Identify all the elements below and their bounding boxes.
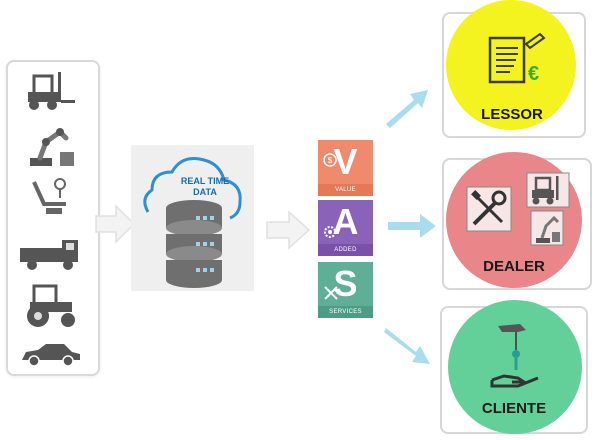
arrow-up-right-icon <box>386 90 428 128</box>
wrench-screwdriver-icon <box>466 186 512 232</box>
vas-word-value: VALUE <box>318 184 373 196</box>
vas-word-services: SERVICES <box>318 306 373 318</box>
realtime-line2: DATA <box>193 187 217 197</box>
contract-icon <box>488 32 546 84</box>
tools-icon <box>324 286 338 300</box>
vas-letter-v: V <box>333 141 358 182</box>
vas-added-block: A ADDED <box>318 200 373 256</box>
vas-value-block: V VALUE $ <box>318 140 373 196</box>
vas-letter-a: A <box>332 201 359 242</box>
euro-symbol: € <box>528 63 540 85</box>
svg-text:$: $ <box>328 156 333 165</box>
dealer-label: DEALER <box>483 258 545 275</box>
tractor-icon <box>27 284 75 327</box>
car-icon <box>22 344 80 367</box>
realtime-data-label: REAL TIME DATA <box>170 176 240 198</box>
money-icon: $ <box>323 153 337 167</box>
arrow-right-blue-icon <box>388 214 436 238</box>
forklift-icon <box>526 172 570 208</box>
forklift-icon <box>28 72 75 110</box>
vas-letter-s: S <box>333 263 358 304</box>
gear-icon <box>324 226 336 238</box>
vehicle-panel <box>6 60 100 376</box>
arrow-down-right-icon <box>384 328 430 364</box>
robot-arm-icon <box>30 128 74 166</box>
cloud-database-icon <box>143 157 242 288</box>
arrow-right-icon <box>266 210 311 250</box>
truck-icon <box>20 240 78 270</box>
arrow-right-icon <box>95 204 136 244</box>
key-handover-icon <box>490 324 539 388</box>
vas-word-added: ADDED <box>318 244 373 256</box>
robot-arm-icon <box>530 210 564 246</box>
realtime-line1: REAL TIME <box>180 176 230 186</box>
vas-services-block: S SERVICES <box>318 262 373 318</box>
dental-chair-icon <box>32 178 66 214</box>
cliente-label: CLIENTE <box>481 400 547 417</box>
lessor-label: LESSOR <box>481 106 543 123</box>
